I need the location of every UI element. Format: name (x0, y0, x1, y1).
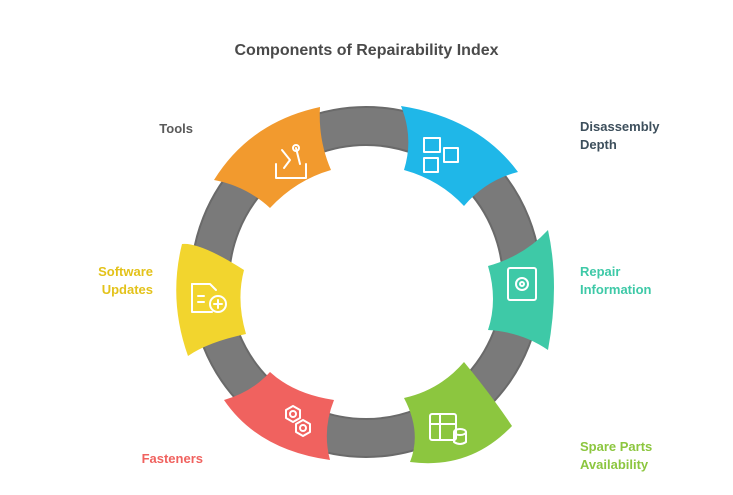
segment-repair-information[interactable] (488, 230, 554, 350)
hex-nuts-icon (285, 405, 311, 437)
label-disassembly-depth: Disassembly Depth (580, 119, 660, 152)
segment-disassembly-depth[interactable] (401, 106, 518, 206)
segment-fasteners[interactable] (224, 372, 334, 460)
inventory-icon (429, 413, 467, 445)
label-tools: Tools (159, 121, 193, 136)
label-software-updates: Software Updates (98, 264, 153, 297)
software-update-icon (191, 283, 227, 313)
toolbox-icon (275, 144, 307, 179)
puzzle-icon (423, 137, 459, 173)
segment-spare-parts[interactable] (404, 362, 512, 464)
label-spare-parts-availability: Spare Parts Availability (580, 439, 653, 472)
diagram-title: Components of Repairability Index (234, 42, 499, 59)
manual-gear-icon (507, 267, 537, 301)
segment-software-updates[interactable] (176, 243, 246, 356)
label-repair-information: Repair Information (580, 264, 652, 297)
label-fasteners: Fasteners (141, 451, 203, 466)
segment-tools[interactable] (214, 107, 331, 208)
